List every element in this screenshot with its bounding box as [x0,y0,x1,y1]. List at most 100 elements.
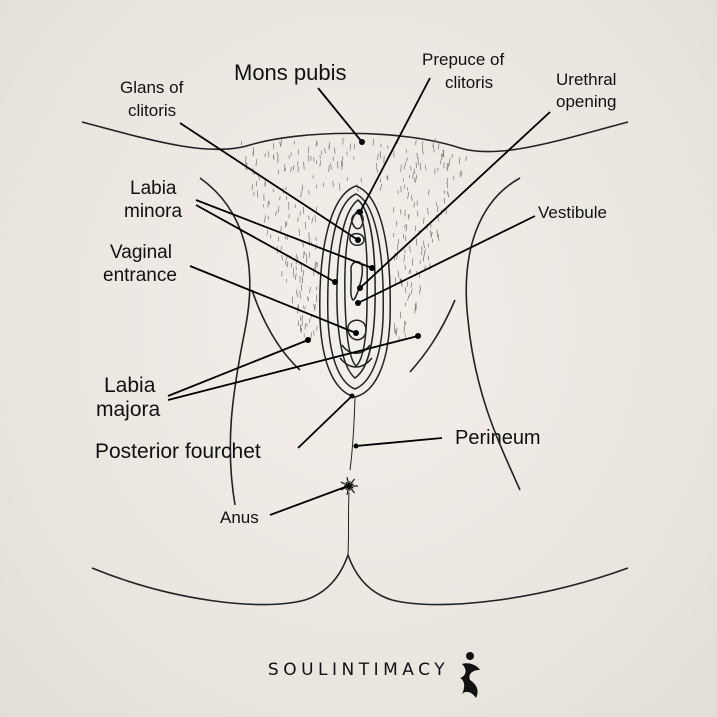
hair-stroke [313,331,314,336]
hair-stroke [256,181,257,187]
hair-stroke [254,192,255,196]
hair-stroke [309,216,310,220]
hair-stroke [409,270,410,274]
hair-stroke [278,206,279,212]
hair-stroke [405,265,406,270]
label-vestibule: Vestibule [538,203,607,222]
hair-stroke [373,139,374,146]
hair-stroke [393,207,394,213]
hair-stroke [395,277,396,284]
label-labia-majora-line1: Labia [104,374,156,397]
hair-stroke [301,284,302,291]
label-labia-minora-line1: Labia [130,178,177,199]
hair-stroke [377,154,378,161]
label-prepuce-line1: Prepuce of [422,50,504,69]
label-labia-majora-line2: majora [96,398,161,421]
leader-vestibule [358,216,535,303]
hair-stroke [312,218,313,224]
label-urethral-line2: opening [556,92,617,111]
hair-stroke [357,184,358,192]
hair-stroke [256,159,257,166]
leader-posterior-fourchet [298,396,352,448]
label-perineum: Perineum [455,427,541,449]
hair-stroke [287,256,288,260]
hair-stroke [411,166,412,171]
hair-stroke [320,160,321,166]
hair-stroke [387,176,388,180]
hair-stroke [329,142,330,150]
hair-stroke [350,143,351,150]
hair-stroke [396,328,397,334]
hair-stroke [325,148,326,153]
hair-stroke [342,156,343,161]
hair-stroke [308,155,309,162]
hair-stroke [270,234,271,238]
leader-labia-minora-a [196,200,372,268]
hair-stroke [411,289,412,294]
hair-stroke [414,178,415,182]
labels: Mons pubis Glans of clitoris Prepuce of … [95,50,617,527]
hair-stroke [404,162,405,169]
hair-stroke [264,215,265,223]
hair-stroke [466,156,467,161]
hair-stroke [408,192,409,199]
leader-labia-majora-a [168,340,308,396]
hair-stroke [316,237,317,241]
hair-stroke [425,165,426,171]
hair-stroke [331,163,332,170]
hair-stroke [419,274,420,278]
hair-stroke [298,167,299,173]
hair-stroke [315,215,316,222]
hair-stroke [268,201,269,207]
label-vaginal-line1: Vaginal [110,242,172,263]
hair-stroke [295,273,296,280]
hair-stroke [448,192,449,197]
hair-stroke [438,142,439,149]
hair-stroke [428,208,429,215]
hair-stroke [405,333,406,337]
hair-stroke [281,142,282,147]
label-glans-line1: Glans of [120,78,184,97]
dot-labia-majora-b [415,333,421,339]
perineum-line [350,397,355,470]
hair-stroke [298,217,299,222]
hair-stroke [411,195,412,201]
hair-stroke [419,289,420,294]
dot-labia-minora-a [369,265,375,271]
hair-stroke [448,163,449,169]
hair-stroke [398,271,399,278]
hair-stroke [452,154,453,158]
hair-stroke [417,211,418,216]
dot-labia-majora-a [305,337,311,343]
hair-stroke [269,151,270,157]
dot-labia-minora-b [332,279,338,285]
hair-stroke [440,160,441,165]
label-posterior-fourchet: Posterior fourchet [95,440,261,463]
hair-stroke [404,320,405,324]
hair-stroke [408,215,409,220]
hair-stroke [453,176,454,180]
hair-stroke [405,225,406,229]
hair-stroke [423,241,424,248]
hair-stroke [301,191,302,198]
hair-stroke [291,167,292,172]
hair-stroke [416,140,417,145]
dot-vaginal [353,330,359,336]
hair-stroke [420,163,421,170]
hair-stroke [398,191,399,194]
hair-stroke [329,165,330,172]
label-urethral-line1: Urethral [556,70,616,89]
hair-stroke [309,287,310,293]
hair-stroke [305,222,306,229]
hair-stroke [423,217,424,224]
label-labia-minora-line2: minora [124,201,183,222]
hair-stroke [278,170,279,175]
hair-stroke [395,330,396,334]
leader-vaginal [190,266,356,333]
hair-stroke [423,141,424,146]
hair-stroke [265,153,266,157]
leader-perineum [356,438,442,446]
label-dots [305,139,421,449]
hair-stroke [337,161,338,168]
